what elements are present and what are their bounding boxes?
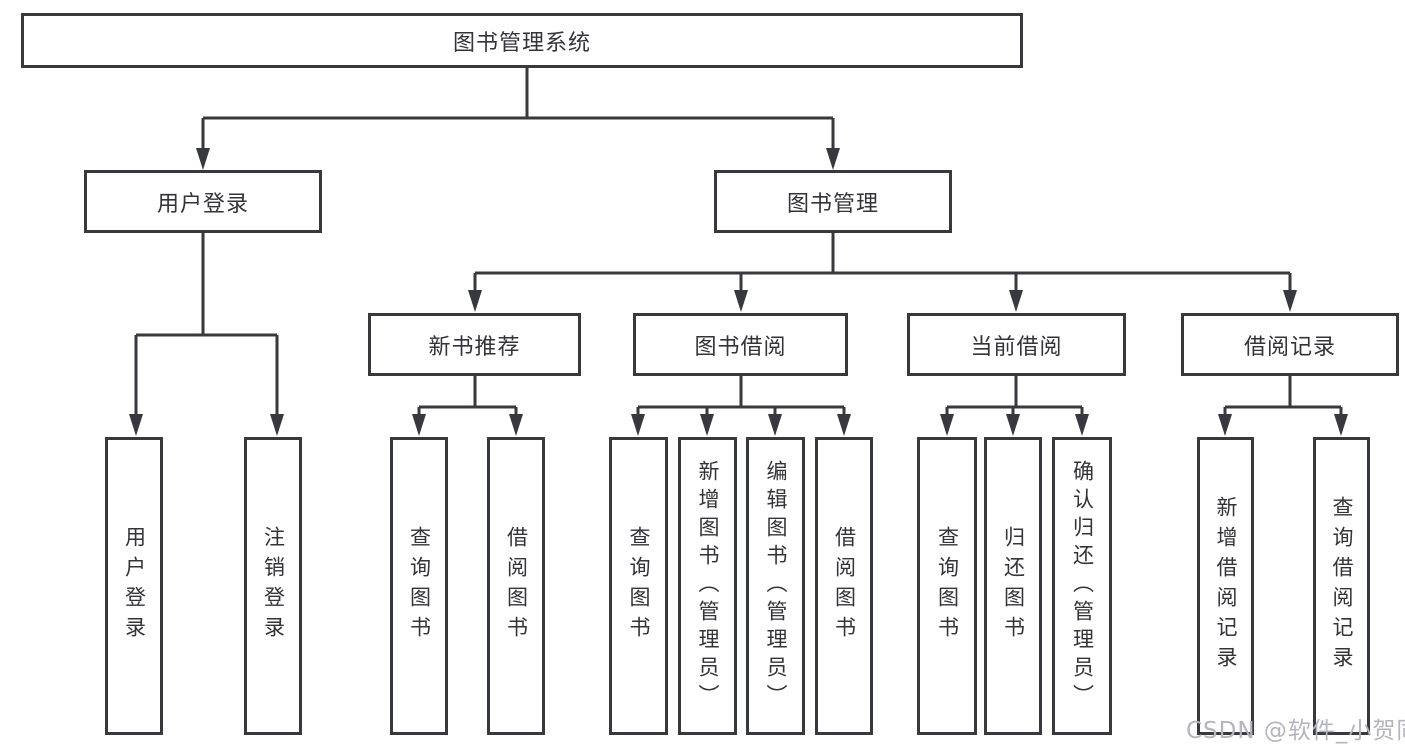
node-book-borrowing: 图书借阅: [633, 313, 848, 376]
leaf-return-books: 归还图书: [984, 437, 1042, 735]
leaf-query-books-current: 查询图书: [917, 437, 977, 735]
leaf-edit-books-admin: 编辑图书（管理员）: [746, 437, 805, 735]
leaf-query-books-recommend: 查询图书: [390, 437, 448, 735]
leaf-query-borrow-record: 查询借阅记录: [1313, 437, 1370, 735]
csdn-watermark: CSDN @软件_小贺同学: [1186, 718, 1405, 744]
node-borrowing-records: 借阅记录: [1181, 313, 1399, 376]
node-root-system: 图书管理系统: [21, 13, 1023, 68]
leaf-confirm-return-admin: 确认归还（管理员）: [1052, 437, 1112, 735]
arrowheads: [129, 148, 1348, 436]
leaf-logout: 注销登录: [244, 437, 302, 735]
node-book-management-module: 图书管理: [714, 170, 952, 233]
node-new-book-recommend: 新书推荐: [368, 313, 581, 376]
leaf-borrow-books-recommend: 借阅图书: [487, 437, 545, 735]
leaf-add-borrow-record: 新增借阅记录: [1197, 437, 1254, 735]
leaf-user-login: 用户登录: [105, 437, 163, 735]
node-user-login-module: 用户登录: [84, 170, 322, 233]
node-current-borrowing: 当前借阅: [907, 313, 1126, 376]
leaf-borrow-books-borrowing: 借阅图书: [815, 437, 873, 735]
leaf-add-books-admin: 新增图书（管理员）: [678, 437, 737, 735]
leaf-query-books-borrowing: 查询图书: [609, 437, 668, 735]
